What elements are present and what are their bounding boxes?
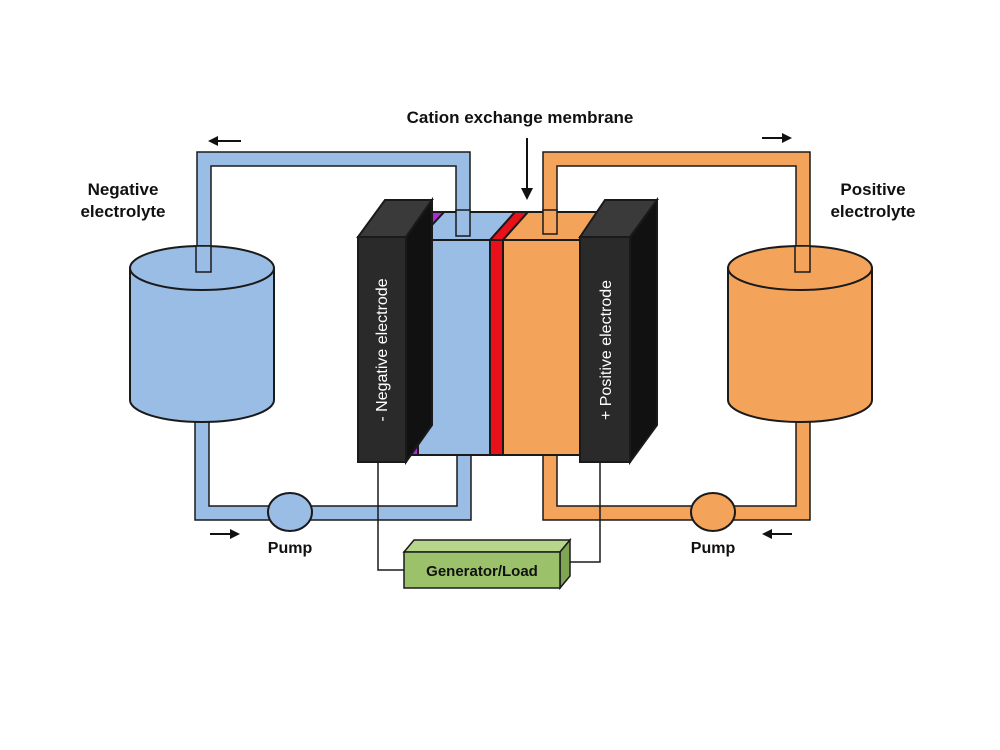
pump-right-icon [690,492,736,532]
flow-arrow-top-right-icon [762,133,792,143]
positive-electrolyte-tank [727,245,873,423]
pump-left-label: Pump [268,540,313,557]
membrane-pointer-arrow-icon [521,138,533,200]
pump-left-icon [267,492,313,532]
membrane-label: Cation exchange membrane [407,108,634,127]
negative-electrolyte-label-line2: electrolyte [80,202,165,221]
positive-electrode-label: + Positive electrode [598,280,615,420]
generator-load-box [402,537,572,591]
flow-arrow-bottom-right-icon [762,529,792,539]
negative-electrolyte-label-line1: Negative [88,180,159,199]
flow-arrow-top-left-icon [208,136,241,146]
positive-inlet [542,209,558,235]
pump-right-label: Pump [691,540,736,557]
flow-arrow-bottom-left-icon [210,529,240,539]
load-wires [377,462,601,571]
negative-inlet [455,209,471,237]
generator-label: Generator/Load [426,563,538,580]
positive-electrolyte-label-line1: Positive [840,180,905,199]
cell-stack [356,196,659,466]
positive-electrolyte-label-line2: electrolyte [830,202,915,221]
negative-electrode-label: - Negative electrode [374,278,391,421]
negative-electrolyte-tank [129,245,275,423]
